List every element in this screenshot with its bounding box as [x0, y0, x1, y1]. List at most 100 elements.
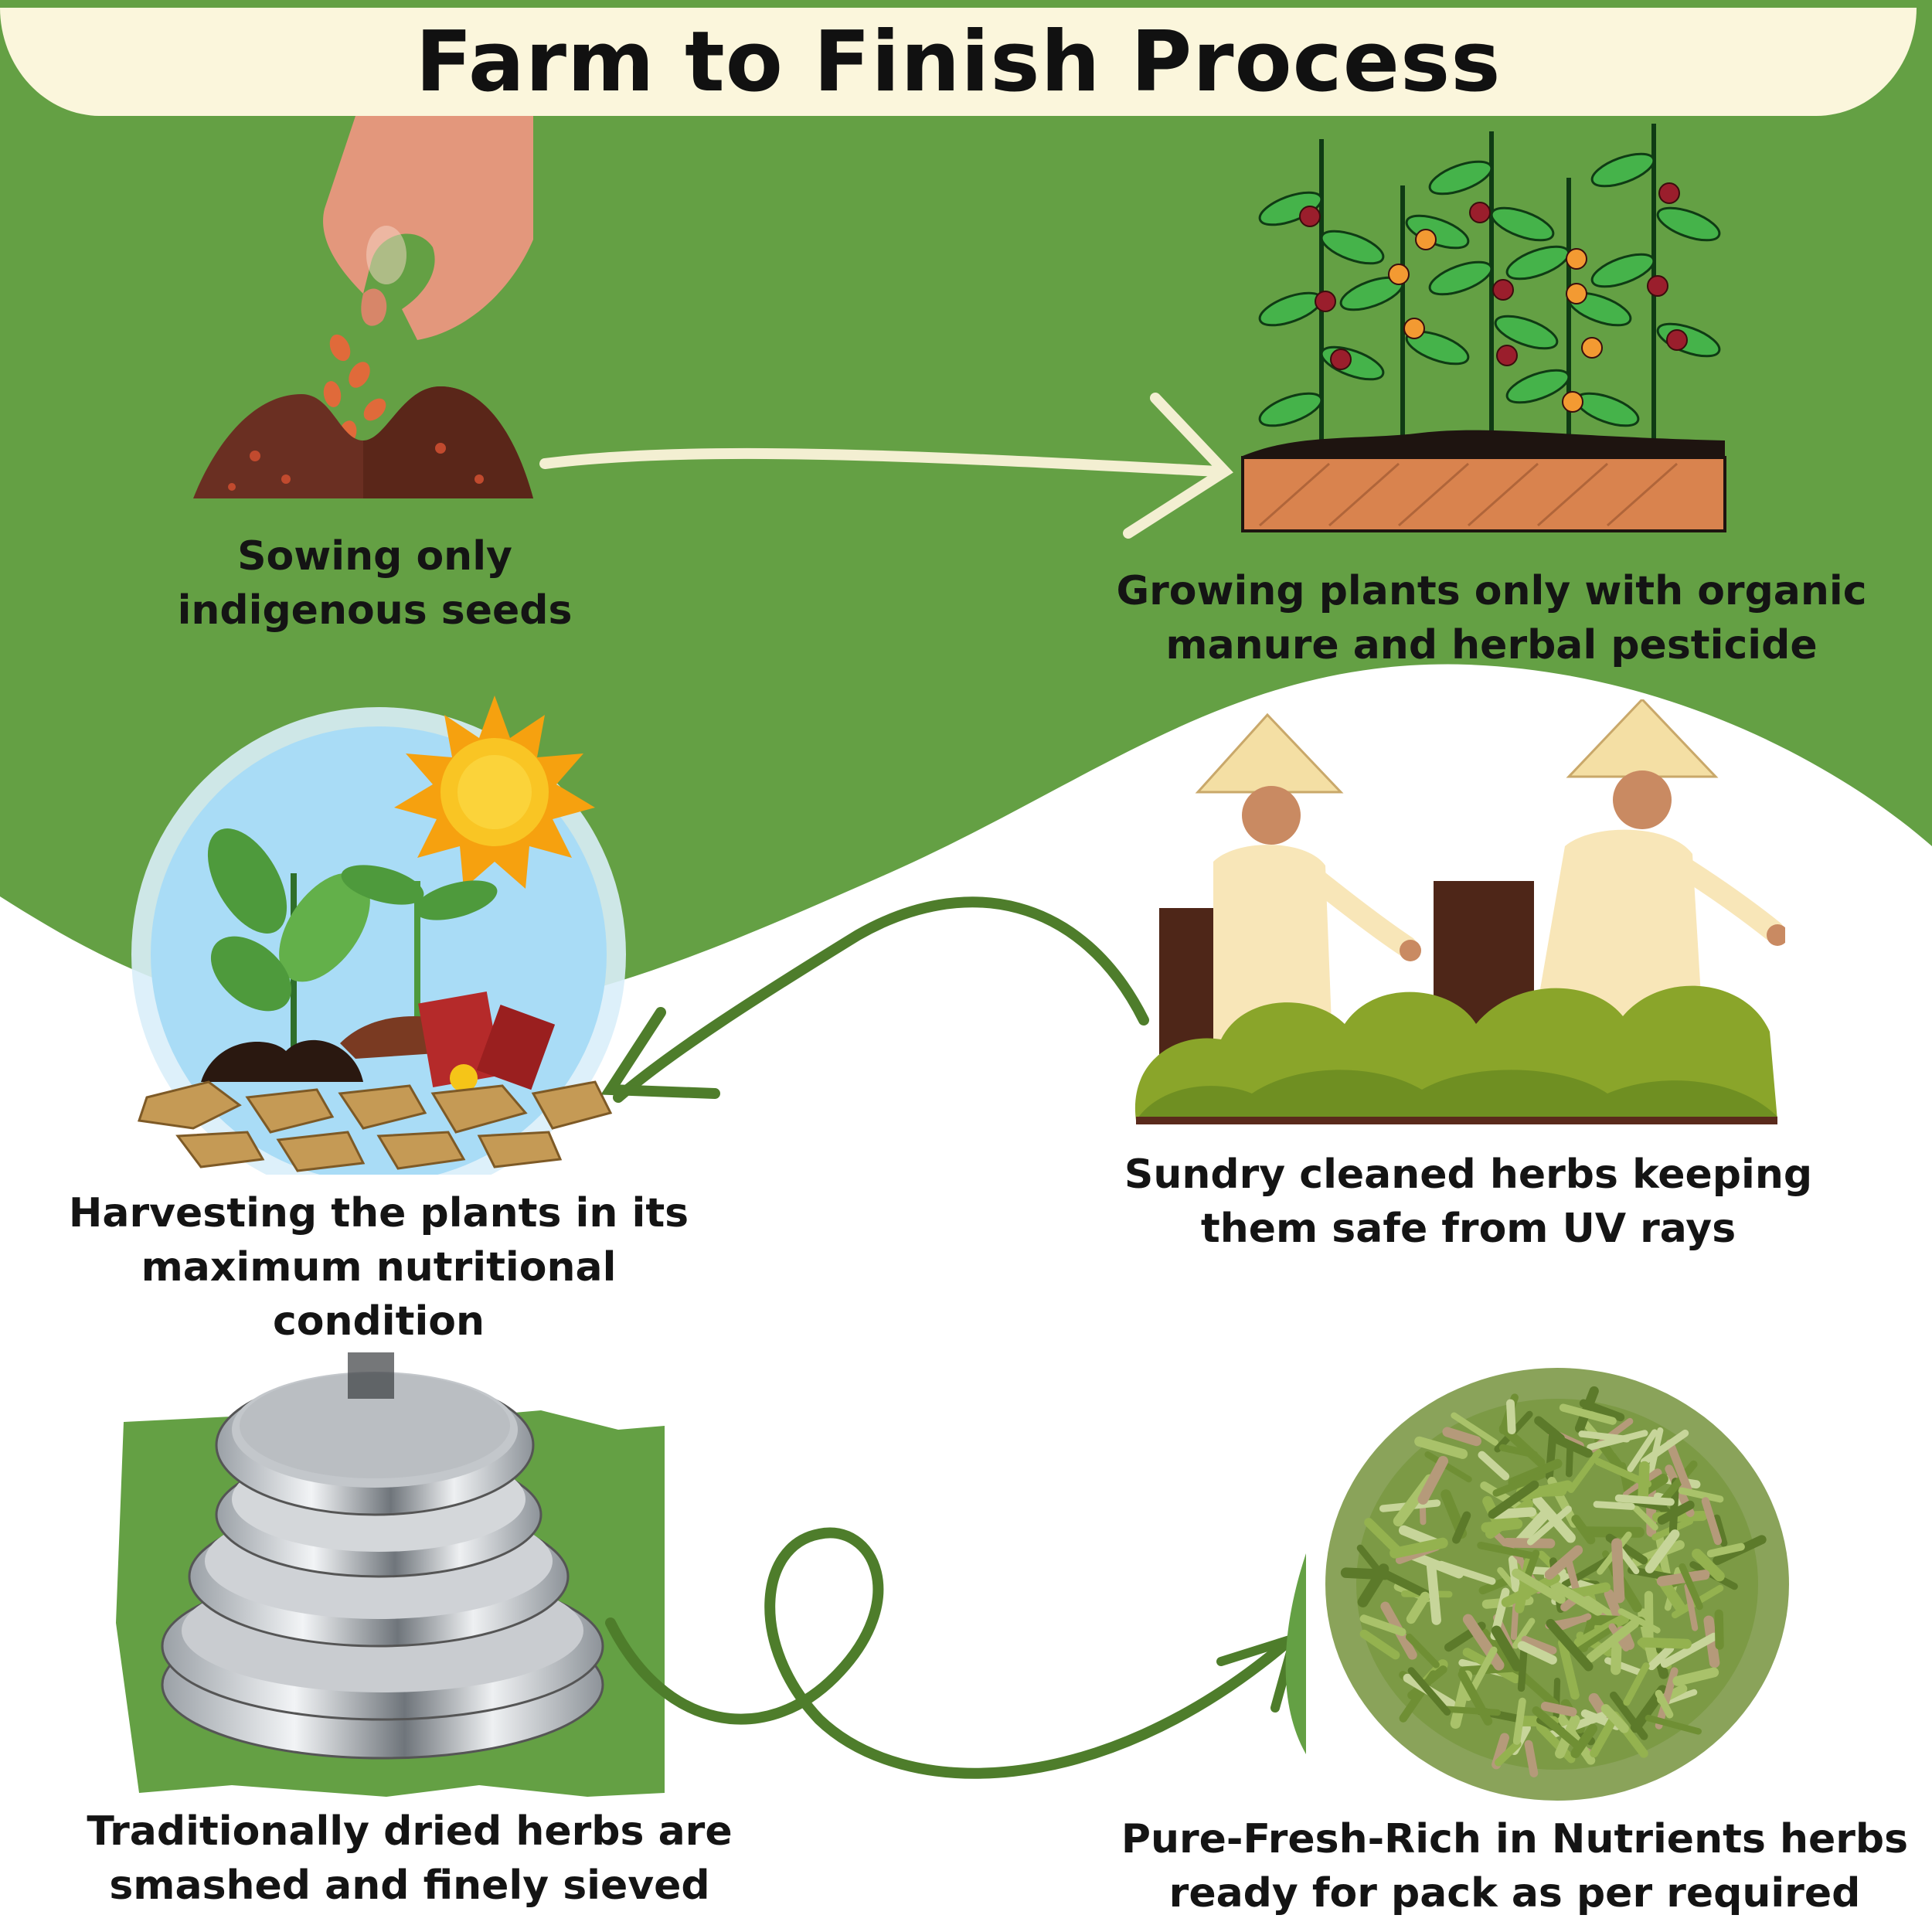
- herb-piece: [1512, 1697, 1526, 1745]
- herb-piece: [1656, 1570, 1710, 1587]
- step-5-line-1: Traditionally dried herbs are: [87, 1808, 733, 1855]
- step-1-line-2: indigenous seeds: [177, 587, 573, 634]
- herb-piece: [1491, 1507, 1537, 1519]
- herb-piece: [1570, 1582, 1611, 1599]
- step-3-line-1: Sundry cleaned herbs keeping: [1124, 1151, 1813, 1198]
- herb-piece: [1440, 1706, 1501, 1716]
- herb-piece: [1578, 1430, 1631, 1443]
- arrow-sieve-to-pack: [605, 1527, 1301, 1779]
- herb-piece: [1405, 1633, 1440, 1668]
- herb-piece: [1638, 1637, 1692, 1649]
- herb-piece: [1549, 1580, 1604, 1616]
- herb-piece: [1536, 1723, 1576, 1764]
- herb-piece: [1508, 1458, 1563, 1488]
- herb-piece: [1574, 1386, 1599, 1434]
- herb-piece: [1498, 1444, 1539, 1458]
- step-3-line-2: them safe from UV rays: [1200, 1206, 1736, 1252]
- herb-piece: [1494, 1740, 1522, 1767]
- herb-piece: [1614, 1494, 1675, 1506]
- step-4-line-2: maximum nutritional condition: [141, 1244, 617, 1345]
- herb-piece: [1572, 1624, 1618, 1656]
- step-1-line-1: Sowing only: [237, 533, 512, 580]
- step-5-caption: Traditionally dried herbs are smashed an…: [62, 1804, 757, 1913]
- herb-piece: [1426, 1560, 1441, 1625]
- herb-piece: [1713, 1514, 1728, 1547]
- step-2-line-1: Growing plants only with organic: [1116, 568, 1867, 614]
- stacked-sieves-icon: [161, 1352, 604, 1760]
- leaf-accent: [1285, 1553, 1306, 1754]
- herb-piece: [1544, 1545, 1583, 1580]
- herb-piece: [1655, 1689, 1674, 1719]
- herb-piece: [1501, 1573, 1560, 1607]
- sun-and-sprouting-plants-icon: [131, 696, 626, 1175]
- herb-piece: [1359, 1629, 1400, 1660]
- herb-piece: [1491, 1625, 1522, 1672]
- herb-piece: [1679, 1563, 1703, 1611]
- herb-piece: [1660, 1632, 1719, 1668]
- herb-piece: [1417, 1455, 1449, 1505]
- herb-piece: [1586, 1618, 1640, 1663]
- title-banner: Farm to Finish Process: [0, 8, 1917, 116]
- herb-piece: [1481, 1519, 1523, 1533]
- herb-piece: [1567, 1446, 1604, 1493]
- chopped-herbs-pile-icon: [1310, 1329, 1804, 1808]
- herb-piece: [1638, 1461, 1650, 1502]
- step-3-caption: Sundry cleaned herbs keeping them safe f…: [1082, 1148, 1855, 1256]
- herb-piece: [1665, 1439, 1693, 1495]
- step-6-line-1: Pure-Fresh-Rich in Nutrients herbs: [1121, 1816, 1909, 1862]
- step-4-caption: Harvesting the plants in its maximum nut…: [31, 1186, 726, 1349]
- herb-piece: [1593, 1501, 1635, 1510]
- herb-piece: [1340, 1567, 1391, 1580]
- herb-piece: [1437, 1560, 1496, 1585]
- herb-piece: [1555, 1711, 1596, 1765]
- herb-piece: [1492, 1471, 1546, 1497]
- herb-piece: [1477, 1541, 1536, 1560]
- herb-piece: [1540, 1701, 1577, 1717]
- step-5-line-2: smashed and finely sieved: [109, 1862, 710, 1909]
- herb-piece: [1566, 1444, 1573, 1478]
- herb-piece: [1600, 1704, 1629, 1733]
- herb-piece: [1534, 1416, 1565, 1444]
- step-2-line-2: manure and herbal pesticide: [1165, 622, 1818, 668]
- herb-piece: [1512, 1617, 1536, 1649]
- herb-piece: [1506, 1399, 1516, 1434]
- step-4-line-1: Harvesting the plants in its: [68, 1190, 689, 1236]
- herb-piece: [1407, 1667, 1451, 1716]
- herb-piece: [1532, 1706, 1584, 1752]
- herb-piece: [1459, 1662, 1520, 1676]
- herb-piece: [1524, 1740, 1539, 1777]
- hand-sowing-seeds-icon: [193, 116, 533, 498]
- step-2-caption: Growing plants only with organic manure …: [1090, 564, 1893, 672]
- herb-piece: [1356, 1544, 1381, 1573]
- herb-piece: [1684, 1583, 1699, 1631]
- herb-piece: [1488, 1480, 1539, 1519]
- herb-piece: [1655, 1667, 1679, 1730]
- page-title: Farm to Finish Process: [415, 13, 1502, 111]
- herb-piece: [1623, 1662, 1650, 1706]
- arrow-sow-to-grow: [539, 393, 1233, 539]
- herb-piece: [1442, 1427, 1481, 1447]
- herb-piece: [1512, 1568, 1566, 1604]
- herb-piece: [1672, 1667, 1719, 1686]
- herb-piece: [1573, 1614, 1630, 1648]
- sun-icon: [394, 696, 595, 889]
- herb-piece: [1559, 1613, 1592, 1631]
- herb-piece: [1546, 1618, 1594, 1672]
- herb-piece: [1478, 1451, 1510, 1481]
- herb-piece: [1517, 1641, 1529, 1692]
- arrow-sundry-to-harvest: [600, 896, 1149, 1103]
- herb-piece: [1452, 1511, 1471, 1544]
- workers-picking-herbs-icon: [1134, 699, 1785, 1124]
- herb-piece: [1648, 1644, 1675, 1671]
- herb-piece: [1640, 1429, 1689, 1466]
- herb-piece: [1590, 1713, 1618, 1758]
- herb-piece: [1617, 1608, 1661, 1634]
- herb-piece: [1424, 1451, 1472, 1483]
- herb-piece: [1359, 1614, 1406, 1637]
- herb-piece: [1514, 1507, 1553, 1548]
- herb-piece: [1571, 1515, 1596, 1545]
- herb-piece: [1706, 1543, 1745, 1558]
- herb-piece: [1692, 1549, 1725, 1582]
- herb-piece: [1389, 1537, 1448, 1559]
- herb-piece: [1644, 1590, 1654, 1641]
